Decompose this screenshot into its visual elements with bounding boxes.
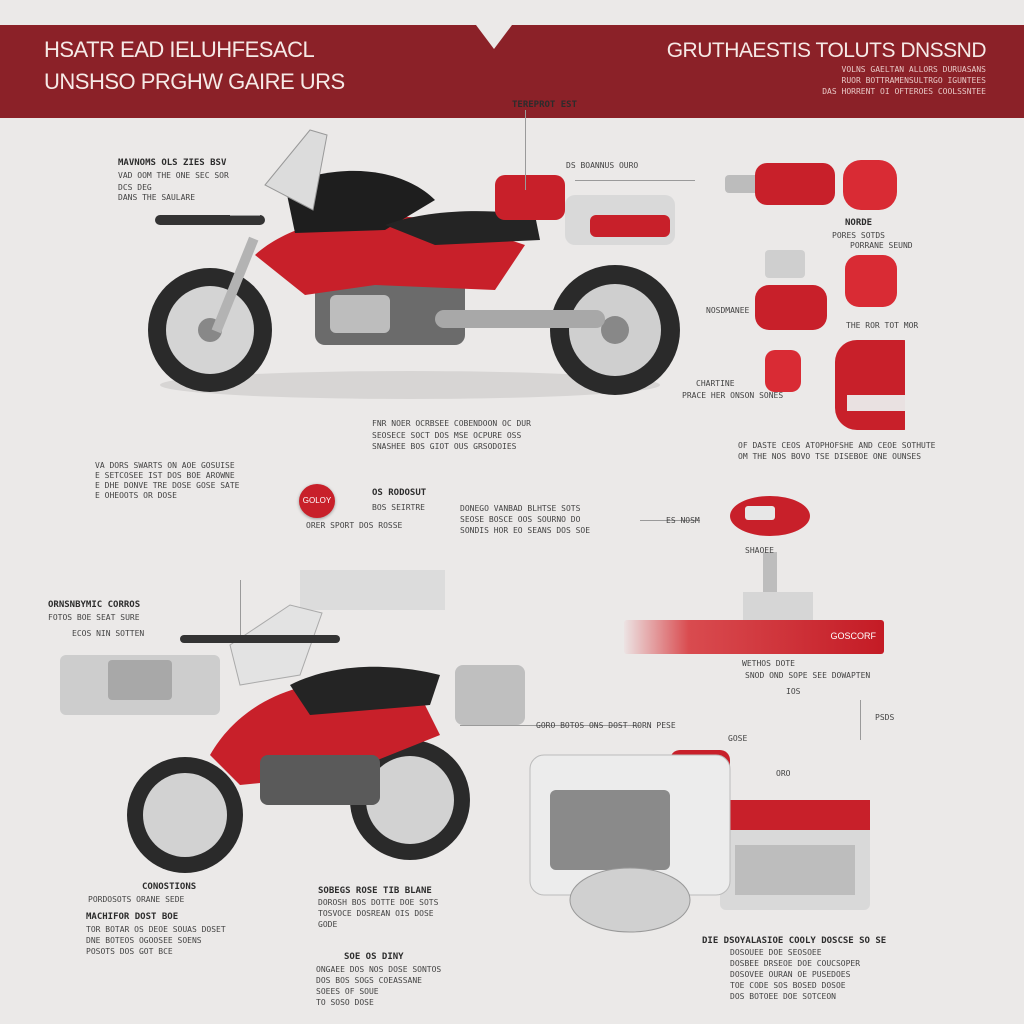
lower-left-label-3: ECOS NIN SOTTEN [72,629,145,638]
right-mid-label-2: OM THE NOS BOVO TSE DISEBOE ONE OUNSES [738,452,922,461]
leader-line [575,180,695,181]
bottom-left-label-1: CONOSTIONS [142,882,197,892]
adventure-motorcycle-illustration [60,570,525,873]
bottom-center-label-5: TO SOSO DOSE [316,998,374,1007]
leader-line [860,700,861,740]
bottom-mid-label-1: SOBEGS ROSE TIB BLANE [318,886,432,896]
page-title-line2: UNSHSO PRGHW GAIRE URS [44,69,345,94]
page-title-line1: HSATR EAD IELUHFESACL [44,37,315,62]
bottom-right-label-4: DOSOVEE OURAN OE PUSEDOES [730,970,851,979]
top-center-label: TEREPROT EST [512,100,578,110]
seat-parts-illustration [725,160,905,430]
lower-right-label-1: WETHOS DOTE [742,659,795,668]
center-mid-label-1: DONEGO VANBAD BLHTSE SOTS [460,504,581,513]
bottom-center-label-4: SOEES OF SOUE [316,987,379,996]
header-subtitle-3: DAS HORRENT OI OFTEROES COOLSSNTEE [822,87,986,96]
bottom-center-label-3: DOS BOS SOGS COEASSANE [316,976,422,985]
leader-line [240,580,241,635]
mid-label-1: FNR NOER OCRBSEE COBENDOON OC DUR [372,419,531,428]
left-mid-label-1: VA DORS SWARTS ON AOE GOSUISE [95,461,235,470]
bottom-left-label-6: POSOTS DOS GOT BCE [86,947,173,956]
mid-label-2: SEOSECE SOCT DOS MSE OCPURE OSS [372,431,522,440]
lower-mid-label-1: GORO BOTOS ONS DOST RORN PESE [536,721,676,730]
header-right-title: GRUTHAESTIS TOLUTS DNSSND [666,39,987,62]
side-label-5: THE ROR TOT MOR [846,321,919,330]
badge-title: OS RODOSUT [372,488,427,498]
left-mid-label-2: E SETCOSEE IST DOS BOE AROWNE [95,471,235,480]
lower-left-label-1: ORNSNBYMIC CORROS [48,600,141,610]
bottom-mid-label-3: TOSVOCE DOSREAN OIS DOSE [318,909,434,918]
leader-line [640,520,700,521]
leader-line [460,725,640,726]
bottom-right-label-5: TOE CODE SOS BOSED DOSOE [730,981,846,990]
bottom-left-label-4: TOR BOTAR OS DEOE SOUAS DOSET [86,925,226,934]
center-mid-label-2: SEOSE BOSCE OOS SOURNO DO [460,515,581,524]
top-case-unit-illustration [529,750,870,933]
header-notch [476,25,512,49]
bottom-right-label-3: DOSBEE DRSEOE DOE COUCSOPER [730,959,861,968]
heat-shield-label: GOSCORF [830,631,876,641]
bottom-center-label-2: ONGAEE DOS NOS DOSE SONTOS [316,965,442,974]
bottom-left-label-2: PORDOSOTS ORANE SEDE [88,895,185,904]
brand-badge: GOLOY [299,484,335,518]
header-subtitle-2: RUOR BOTTRAMENSULTRGO IGUNTEES [841,76,987,85]
right-small-label-2: SHAOEE [745,546,774,555]
upper-left-label-1: MAVNOMS OLS ZIES BSV [118,158,227,168]
bottom-left-label-5: DNE BOTEOS OGOOSEE SOENS [86,936,202,945]
side-label-7: PRACE HER ONSON SONES [682,391,784,400]
mid-label-3: SNASHEE BOS GIOT OUS GRSODOIES [372,442,517,451]
badge-subtitle-2: ORER SPORT DOS ROSSE [306,521,403,530]
bottom-right-label-6: DOS BOTOEE DOE SOTCEON [730,992,836,1001]
upper-left-label-4: DANS THE SAULARE [118,193,196,202]
header-subtitle-1: VOLNS GAELTAN ALLORS DURUASANS [841,65,987,74]
leader-line [230,215,260,216]
badge-subtitle-1: BOS SEIRTRE [372,503,425,512]
side-label-6: CHARTINE [696,379,735,388]
bottom-right-label-1: DIE DSOYALASIOE COOLY DOSCSE SO SE [702,936,887,946]
right-mid-label-1: OF DASTE CEOS ATOPHOFSHE AND CEOE SOTHUT… [738,441,936,450]
bottom-center-label-1: SOE OS DINY [344,952,404,962]
side-label-2: PORES SOTDS [832,231,885,240]
rack-bracket-illustration [730,496,813,620]
left-mid-label-4: E OHEOOTS OR DOSE [95,491,177,500]
bottom-mid-label-2: DOROSH BOS DOTTE DOE SOTS [318,898,439,907]
right-small-label-1: ES NOSM [666,516,700,525]
upper-mid-label: DS BOANNUS OURO [566,161,639,170]
lower-right-label-4: PSDS [875,713,895,722]
side-label-4: NOSDMANEE [706,306,750,315]
lower-right-label-5: GOSE [728,734,748,743]
lower-left-label-2: FOTOS BOE SEAT SURE [48,613,140,622]
lower-right-label-6: ORO [776,769,791,778]
center-mid-label-3: SONDIS HOR EO SEANS DOS SOE [460,526,591,535]
lower-right-label-2: SNOD OND SOPE SEE DOWAPTEN [745,671,871,680]
sport-touring-motorcycle-illustration [148,129,680,399]
lower-right-label-3: IOS [786,687,801,696]
bottom-right-label-2: DOSOUEE DOE SEOSOEE [730,948,822,957]
leader-line [525,110,526,190]
left-mid-label-3: E DHE DONVE TRE DOSE GOSE SATE [95,481,240,490]
upper-left-label-3: DCS DEG [118,183,152,192]
header-banner: HSATR EAD IELUHFESACL UNSHSO PRGHW GAIRE… [0,25,1024,118]
side-label-3: PORRANE SEUND [850,241,913,250]
bottom-left-label-3: MACHIFOR DOST BOE [86,912,179,922]
side-label-1: NORDE [845,218,873,228]
exhaust-heat-shield: GOSCORF [624,620,884,654]
upper-left-label-2: VAD OOM THE ONE SEC SOR [118,171,229,180]
bottom-mid-label-4: GODE [318,920,338,929]
